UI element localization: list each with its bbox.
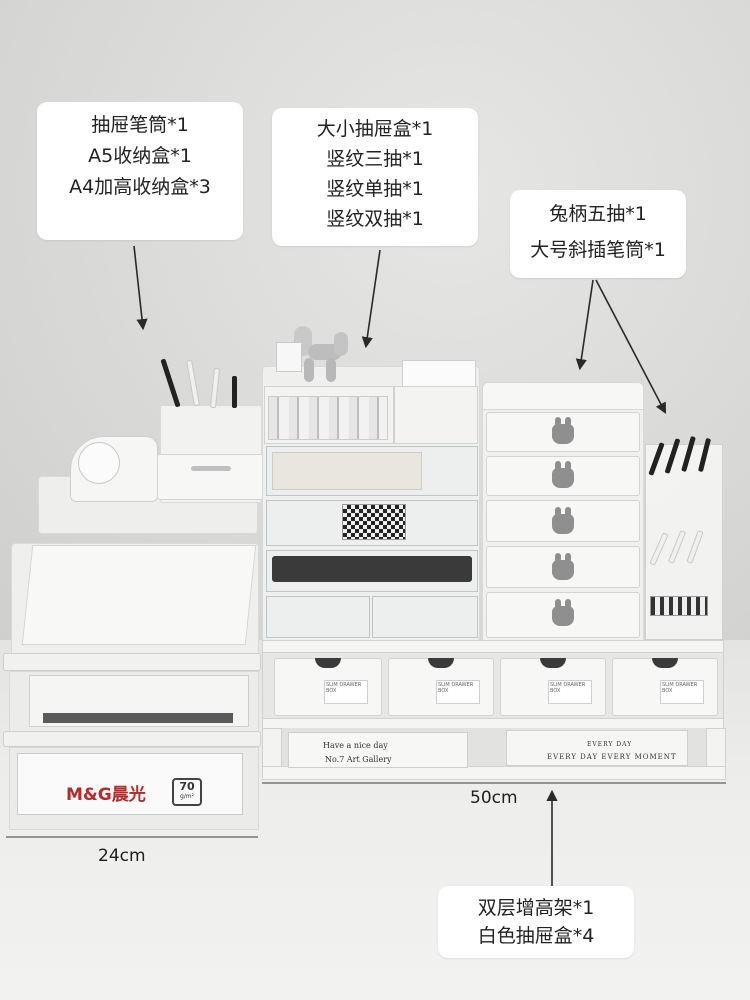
clear-drawer-4a	[266, 596, 370, 638]
rabbit-unit-lid	[482, 382, 644, 410]
riser-bottom-board	[262, 766, 726, 780]
book2-subtitle: EVERY DAY EVERY MOMENT	[547, 753, 677, 761]
callout-top-right: 兔柄五抽*1 大号斜插笔筒*1	[510, 190, 686, 278]
arrow-top-center	[361, 249, 381, 349]
small-card	[402, 360, 476, 388]
dimension-left-label: 24cm	[98, 846, 146, 866]
book2-title: EVERY DAY	[587, 741, 633, 748]
tray-lip-middle	[3, 731, 261, 747]
rabbit-knob-2	[552, 461, 574, 488]
drawer-label-4: SLIM DRAWER BOX	[660, 680, 704, 704]
tape-roll-small	[650, 596, 708, 616]
notebooks-in-drawer	[272, 452, 422, 490]
clear-drawer-4b	[372, 596, 478, 638]
rabbit-knob-1	[552, 417, 574, 444]
callout-top-left-line-1: 抽屉笔筒*1	[91, 114, 189, 136]
paper-weight-value: 70	[179, 780, 195, 793]
a4-tray-stack: M&G晨光 70 g/m²	[3, 505, 261, 830]
drawer-label-2: SLIM DRAWER BOX	[436, 680, 480, 704]
marker	[232, 376, 237, 408]
drawer-notch-2	[428, 658, 454, 668]
book1-subtitle: No.7 Art Gallery	[325, 755, 392, 764]
arrow-top-right-1	[575, 279, 594, 371]
drawer-pen-holder	[157, 405, 265, 503]
arrow-top-left	[133, 245, 148, 331]
callout-top-left-line-3: A4加高收纳盒*3	[69, 176, 211, 198]
callout-top-left: 抽屉笔筒*1 A5收纳盒*1 A4加高收纳盒*3	[37, 102, 243, 240]
arrow-top-right-2	[595, 279, 667, 414]
book1-title: Have a nice day	[323, 741, 388, 750]
dark-case	[272, 556, 472, 582]
drawer-notch-1	[315, 658, 341, 668]
rabbit-knob-5	[552, 599, 574, 626]
tape-roll	[78, 442, 120, 484]
book-left: Have a nice day No.7 Art Gallery	[288, 732, 468, 768]
washi-tape-row	[268, 396, 388, 440]
callout-bottom-line-2: 白色抽屉盒*4	[477, 925, 595, 947]
drawer-label-1: SLIM DRAWER BOX	[324, 680, 368, 704]
notebook-dark	[43, 713, 233, 723]
callout-top-center: 大小抽屉盒*1 竖纹三抽*1 竖纹单抽*1 竖纹双抽*1	[272, 108, 478, 246]
tray-lip-top	[3, 653, 261, 671]
drawer-notch-3	[540, 658, 566, 668]
paper-weight-badge: 70 g/m²	[172, 778, 202, 806]
paper-brand-text: M&G晨光	[66, 785, 146, 805]
callout-top-right-line-1: 兔柄五抽*1	[549, 203, 647, 225]
drawer-label-3: SLIM DRAWER BOX	[548, 680, 592, 704]
paper-pack: M&G晨光 70 g/m²	[17, 753, 243, 815]
checker-tape	[342, 504, 406, 540]
callout-top-center-line-4: 竖纹双抽*1	[326, 208, 424, 230]
pen-holder-drawer-slot	[191, 466, 231, 471]
dimension-right-label: 50cm	[470, 788, 518, 808]
paper-weight-unit: g/m²	[179, 793, 195, 800]
callout-top-center-line-1: 大小抽屉盒*1	[316, 118, 434, 140]
top-small-box	[394, 386, 478, 444]
book-right: EVERY DAY EVERY DAY EVERY MOMENT	[506, 730, 688, 766]
callout-bottom-line-1: 双层增高架*1	[477, 897, 595, 919]
drawer-notch-4	[652, 658, 678, 668]
callout-top-center-line-2: 竖纹三抽*1	[326, 148, 424, 170]
pen-holder-drawer	[157, 454, 265, 500]
callout-bottom: 双层增高架*1 白色抽屉盒*4	[438, 886, 634, 958]
callout-top-left-line-2: A5收纳盒*1	[88, 145, 192, 167]
photo-frame	[276, 342, 302, 372]
rabbit-knob-3	[552, 507, 574, 534]
callout-top-right-line-2: 大号斜插笔筒*1	[530, 239, 666, 261]
callout-top-center-line-3: 竖纹单抽*1	[326, 178, 424, 200]
rabbit-knob-4	[552, 553, 574, 580]
